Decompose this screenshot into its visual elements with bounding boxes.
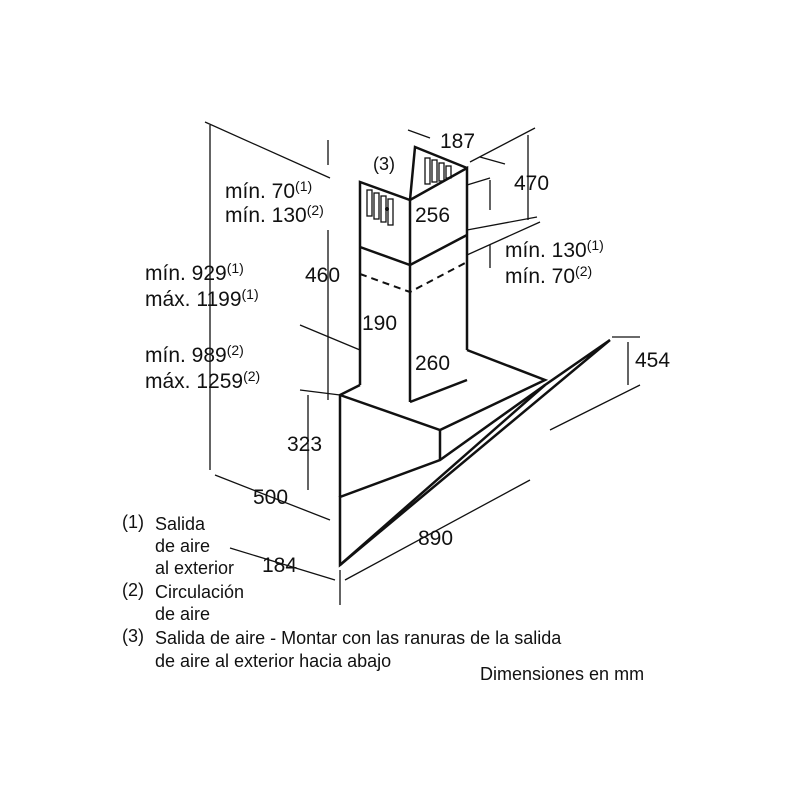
dim-323: 323 — [287, 433, 322, 456]
min-130-1: mín. 130(1) — [505, 237, 604, 262]
legend-2-num: (2) — [122, 580, 144, 600]
dim-256: 256 — [415, 204, 450, 227]
max-1259: máx. 1259(2) — [145, 368, 260, 393]
legend-2-line: de aire — [155, 604, 210, 624]
dim-454: 454 — [635, 349, 670, 372]
dimension-labels: 187 470 256 460 190 260 454 323 500 890 … — [145, 130, 670, 577]
min-70-1: mín. 70(1) — [225, 178, 312, 203]
legend-1-line: al exterior — [155, 558, 234, 578]
dim-890: 890 — [418, 527, 453, 550]
legend-3-line: Salida de aire - Montar con las ranuras … — [155, 628, 562, 648]
dim-470: 470 — [514, 172, 549, 195]
legend-3-line: de aire al exterior hacia abajo — [155, 651, 391, 671]
min-929: mín. 929(1) — [145, 260, 244, 285]
legend: (1) Salida de aire al exterior (2) Circu… — [122, 512, 644, 684]
ref-3: (3) — [373, 154, 395, 174]
vent-slots-icon — [366, 157, 452, 226]
dimension-lines — [204, 121, 641, 605]
dim-187: 187 — [440, 130, 475, 153]
min-989: mín. 989(2) — [145, 342, 244, 367]
dim-500: 500 — [253, 486, 288, 509]
min-70-2: mín. 70(2) — [505, 263, 592, 288]
dim-460: 460 — [305, 264, 340, 287]
units-note: Dimensiones en mm — [480, 664, 644, 684]
min-130-2: mín. 130(2) — [225, 202, 324, 227]
legend-1-line: de aire — [155, 536, 210, 556]
legend-2-line: Circulación — [155, 582, 244, 602]
hood-drawing — [338, 145, 611, 568]
dim-260: 260 — [415, 352, 450, 375]
legend-3-num: (3) — [122, 626, 144, 646]
legend-1-line: Salida — [155, 514, 206, 534]
dim-184: 184 — [262, 554, 297, 577]
legend-1-num: (1) — [122, 512, 144, 532]
dim-190: 190 — [362, 312, 397, 335]
max-1199: máx. 1199(1) — [145, 286, 259, 311]
